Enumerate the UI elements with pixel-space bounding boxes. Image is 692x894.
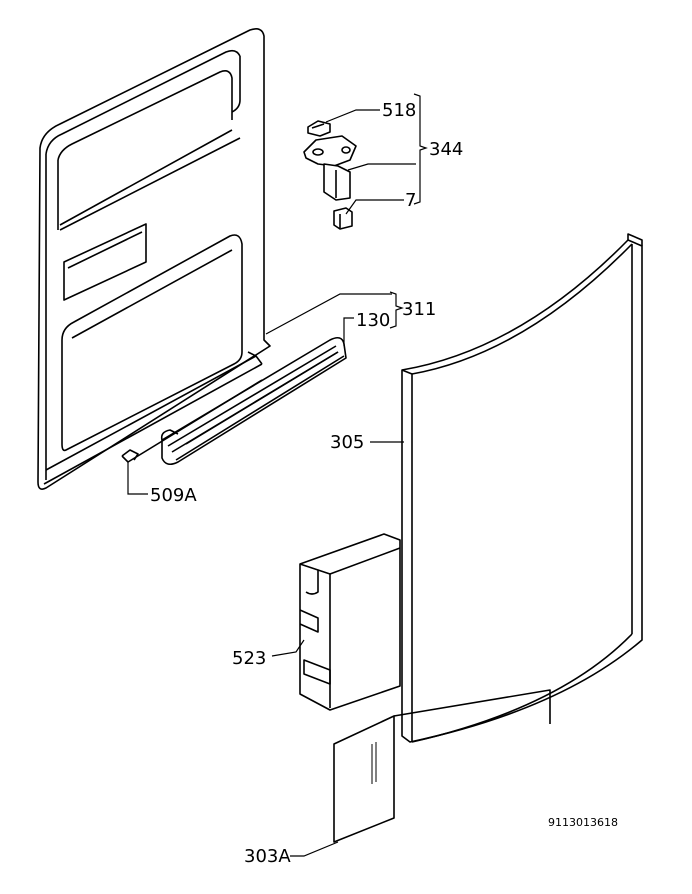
- leader-303a: [290, 841, 339, 857]
- callout-311: 311: [402, 299, 436, 320]
- leader-518: [325, 109, 380, 123]
- callout-509a: 509A: [150, 485, 197, 506]
- leader-509a: [127, 462, 148, 495]
- callout-130: 130: [356, 310, 390, 331]
- inner-door-panel: [37, 28, 271, 490]
- callout-labels: 518 344 7 311 130 305 509A 523 303A 9113…: [150, 100, 618, 867]
- callout-344: 344: [429, 139, 463, 160]
- callout-523: 523: [232, 648, 266, 669]
- leader-344-bracket: [413, 93, 428, 205]
- leader-311-arm: [265, 293, 392, 335]
- leader-130: [343, 317, 354, 346]
- callout-303a: 303A: [244, 846, 291, 867]
- callout-7: 7: [405, 190, 416, 211]
- door-seal-strip: [160, 336, 347, 466]
- leader-311-bracket: [389, 291, 404, 329]
- callout-305: 305: [330, 432, 364, 453]
- outer-door-panel: [401, 233, 643, 743]
- base-plate-303a: [333, 689, 551, 843]
- inner-box-523: [299, 533, 401, 711]
- callout-518: 518: [382, 100, 416, 121]
- leader-344-arm: [347, 163, 416, 171]
- leader-7: [345, 199, 404, 215]
- drawing-number: 9113013618: [548, 816, 618, 829]
- leader-lines: [127, 93, 428, 857]
- leader-523: [271, 639, 305, 657]
- door-latch-assembly: [303, 120, 357, 230]
